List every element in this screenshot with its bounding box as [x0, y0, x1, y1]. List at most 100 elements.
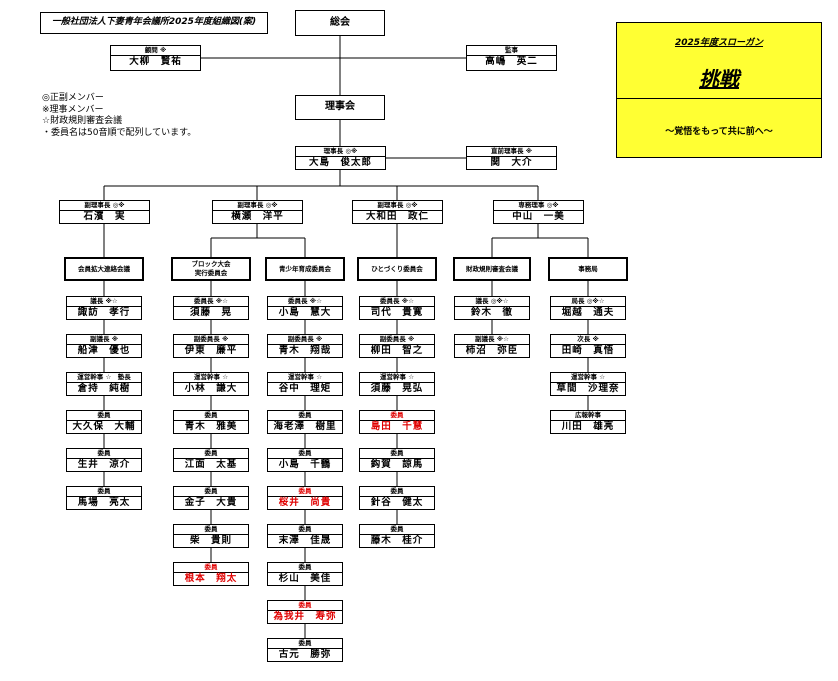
member-role: 副委員長 ※	[360, 335, 434, 345]
vice-role: 副理事長 ◎※	[213, 201, 302, 211]
past-president-box: 直前理事長 ※ 関 大介	[466, 146, 557, 170]
member-role: 副委員長 ※	[268, 335, 342, 345]
member-role: 委員	[268, 601, 342, 611]
member-name: 末澤 佳晟	[278, 535, 332, 546]
member-box: 委員桜井 尚貴	[267, 486, 343, 510]
member-name: 桜井 尚貴	[278, 497, 332, 508]
member-role: 委員	[174, 563, 248, 573]
member-box: 委員杉山 美佳	[267, 562, 343, 586]
member-role: 運営幹事 ☆	[360, 373, 434, 383]
member-role: 委員	[268, 563, 342, 573]
member-box: 委員長 ※☆司代 貴寛	[359, 296, 435, 320]
member-box: 委員馬場 亮太	[66, 486, 142, 510]
member-name: 伊東 廉平	[184, 345, 238, 356]
member-box: 委員柴 貴則	[173, 524, 249, 548]
vice-box: 専務理事 ◎※ 中山 一美	[493, 200, 584, 224]
member-role: 委員	[67, 487, 141, 497]
member-box: 委員長 ※☆小島 慧大	[267, 296, 343, 320]
member-name: 小島 千鶴	[278, 459, 332, 470]
member-role: 広報幹事	[551, 411, 625, 421]
member-name: 金子 大貴	[184, 497, 238, 508]
slogan-title: 2025年度スローガン	[674, 38, 764, 48]
member-name: 田崎 真悟	[561, 345, 615, 356]
member-box: 委員小島 千鶴	[267, 448, 343, 472]
member-name: 古元 勝弥	[278, 649, 332, 660]
vice-name: 横瀬 洋平	[231, 211, 284, 222]
committee-header: 会員拡大連絡会議	[64, 257, 144, 281]
legend-item: ◎正副メンバー	[42, 93, 104, 103]
vice-name: 中山 一美	[512, 211, 565, 222]
past-president-role: 直前理事長 ※	[467, 147, 556, 157]
member-box: 副議長 ※☆柿沼 弥臣	[454, 334, 530, 358]
member-role: 副委員長 ※	[174, 335, 248, 345]
member-role: 委員	[67, 449, 141, 459]
member-role: 委員	[268, 487, 342, 497]
member-name: 根本 翔太	[184, 573, 238, 584]
member-box: 委員末澤 佳晟	[267, 524, 343, 548]
member-name: 川田 雄亮	[561, 421, 615, 432]
member-name: 杉山 美佳	[278, 573, 332, 584]
member-role: 委員	[360, 449, 434, 459]
member-role: 議長 ※☆	[67, 297, 141, 307]
member-box: 運営幹事 ☆谷中 理矩	[267, 372, 343, 396]
member-name: 堀越 通夫	[561, 307, 615, 318]
member-role: 委員	[360, 525, 434, 535]
committee-header: 事務局	[548, 257, 628, 281]
member-name: 藤木 桂介	[370, 535, 424, 546]
member-name: 小島 慧大	[278, 307, 332, 318]
chart-title: 一般社団法人下妻青年会議所2025年度組織図(案)	[40, 12, 268, 34]
vice-box: 副理事長 ◎※ 大和田 政仁	[352, 200, 443, 224]
member-name: 為我井 寿弥	[273, 611, 337, 622]
member-name: 須藤 晃弘	[370, 383, 424, 394]
member-box: 議長 ◎※☆鈴木 徹	[454, 296, 530, 320]
auditor-role: 監事	[467, 46, 556, 56]
member-role: 委員	[174, 411, 248, 421]
board-box: 理事会	[295, 95, 385, 120]
auditor-box: 監事 高嶋 英二	[466, 45, 557, 71]
member-box: 委員古元 勝弥	[267, 638, 343, 662]
auditor-name: 高嶋 英二	[485, 56, 538, 67]
member-box: 議長 ※☆諏訪 孝行	[66, 296, 142, 320]
member-box: 委員大久保 大輔	[66, 410, 142, 434]
member-role: 副議長 ※	[67, 335, 141, 345]
member-name: 諏訪 孝行	[77, 307, 131, 318]
vice-box: 副理事長 ◎※ 横瀬 洋平	[212, 200, 303, 224]
member-box: 副議長 ※船津 優也	[66, 334, 142, 358]
committee-header: ブロック大会 実行委員会	[171, 257, 251, 281]
member-name: 司代 貴寛	[370, 307, 424, 318]
past-president-name: 関 大介	[490, 157, 533, 168]
president-role: 理事長 ◎※	[296, 147, 385, 157]
legend: ◎正副メンバー ※理事メンバー ☆財政規則審査会議 ・委員名は50音順で配列して…	[42, 93, 196, 139]
committee-header: ひとづくり委員会	[357, 257, 437, 281]
member-name: 鈴木 徹	[470, 307, 513, 318]
member-box: 運営幹事 ☆小林 謙大	[173, 372, 249, 396]
member-box: 副委員長 ※伊東 廉平	[173, 334, 249, 358]
member-box: 局長 ◎※☆堀越 通夫	[550, 296, 626, 320]
member-box: 委員金子 大貴	[173, 486, 249, 510]
member-box: 副委員長 ※青木 翔哉	[267, 334, 343, 358]
advisor-role: 顧問 ※	[111, 46, 200, 56]
vice-box: 副理事長 ◎※ 石濱 実	[59, 200, 150, 224]
advisor-name: 大柳 賢祐	[129, 56, 182, 67]
member-box: 委員海老澤 樹里	[267, 410, 343, 434]
member-box: 委員藤木 桂介	[359, 524, 435, 548]
member-name: 大久保 大輔	[72, 421, 136, 432]
member-box: 委員江面 太基	[173, 448, 249, 472]
member-name: 倉持 純樹	[77, 383, 131, 394]
member-name: 馬場 亮太	[77, 497, 131, 508]
vice-name: 大和田 政仁	[365, 211, 429, 222]
member-name: 谷中 理矩	[278, 383, 332, 394]
member-name: 柴 貴則	[189, 535, 232, 546]
member-role: 委員長 ※☆	[174, 297, 248, 307]
slogan-panel: 2025年度スローガン 挑戦 〜覚悟をもって共に前へ〜	[616, 22, 822, 158]
member-role: 委員	[268, 411, 342, 421]
slogan-subtitle: 〜覚悟をもって共に前へ〜	[665, 127, 773, 137]
member-role: 議長 ◎※☆	[455, 297, 529, 307]
member-role: 委員長 ※☆	[268, 297, 342, 307]
president-name: 大島 俊太郎	[308, 157, 372, 168]
member-role: 運営幹事 ☆	[268, 373, 342, 383]
vice-role: 専務理事 ◎※	[494, 201, 583, 211]
member-box: 委員島田 千慧	[359, 410, 435, 434]
member-role: 委員	[174, 449, 248, 459]
committee-header: 青少年育成委員会	[265, 257, 345, 281]
